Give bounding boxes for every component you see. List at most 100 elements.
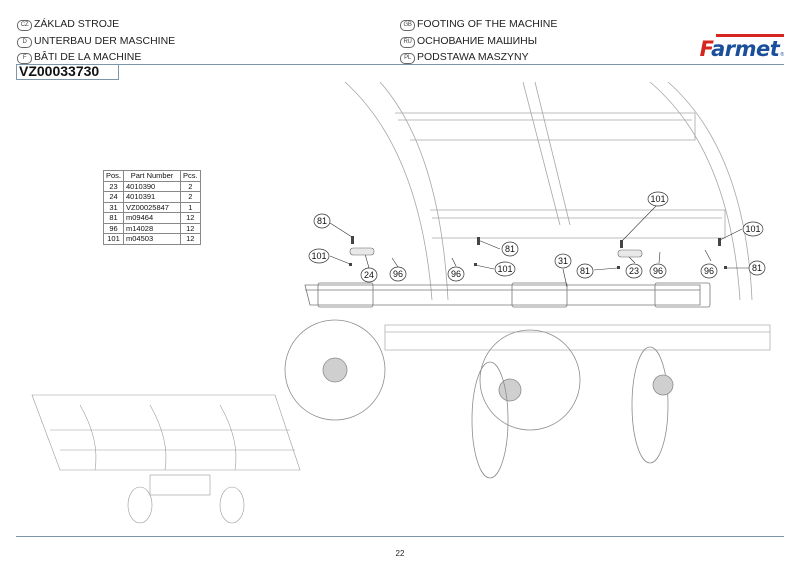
arch-right-outer bbox=[649, 81, 741, 301]
callout-label: 96 bbox=[451, 269, 461, 279]
callout-label: 101 bbox=[311, 251, 326, 261]
callout-label: 24 bbox=[364, 270, 374, 280]
callout-balloon bbox=[649, 263, 667, 279]
header-rule bbox=[16, 64, 784, 65]
col-pcs: Pcs. bbox=[180, 170, 201, 182]
lang-badge-de: D bbox=[17, 37, 32, 48]
cell-pcs: 12 bbox=[180, 212, 201, 224]
callout-101: 101 bbox=[742, 221, 764, 237]
disc-4 bbox=[631, 346, 669, 464]
title-fr-text: BÂTI DE LA MACHINE bbox=[34, 51, 142, 63]
cell-part-number: 4010390 bbox=[123, 180, 182, 192]
callout-balloon bbox=[647, 191, 669, 207]
title-cz-text: ZÁKLAD STROJE bbox=[34, 18, 120, 30]
title-de-text: UNTERBAU DER MASCHINE bbox=[34, 35, 176, 47]
parts-table-header: Pos. Part Number Pcs. bbox=[102, 170, 201, 182]
callout-label: 101 bbox=[745, 224, 760, 234]
main-beam bbox=[304, 282, 711, 308]
sleeves bbox=[349, 247, 643, 258]
leader-lines bbox=[329, 205, 750, 288]
arch-left-outer bbox=[344, 81, 433, 301]
callout-label: 31 bbox=[558, 256, 568, 266]
disc-bar bbox=[384, 324, 771, 351]
callout-balloon bbox=[389, 266, 407, 282]
logo-text: armet bbox=[711, 37, 780, 61]
callout-balloon bbox=[313, 213, 331, 229]
machine-overview bbox=[31, 394, 301, 524]
callout-101: 101 bbox=[494, 261, 516, 277]
footer-rule bbox=[16, 536, 784, 537]
disc-1 bbox=[284, 319, 386, 421]
lang-badge-ru: RU bbox=[400, 37, 415, 48]
cell-pos: 96 bbox=[102, 222, 125, 234]
callout-81: 81 bbox=[501, 241, 519, 257]
callout-96: 96 bbox=[447, 266, 465, 282]
callout-label: 23 bbox=[629, 266, 639, 276]
cell-pcs: 12 bbox=[180, 222, 201, 234]
discs bbox=[284, 319, 674, 479]
arch-mid-b bbox=[534, 81, 571, 226]
callout-balloon bbox=[554, 253, 572, 269]
page-number: 22 bbox=[395, 549, 405, 558]
cell-pos: 101 bbox=[102, 233, 125, 245]
callout-balloon bbox=[494, 261, 516, 277]
cell-part-number: VZ00025847 bbox=[123, 201, 182, 213]
callout-96: 96 bbox=[389, 266, 407, 282]
farmet-logo: Farmet bbox=[700, 37, 780, 61]
farmet-logo-wrap: Farmet ® bbox=[700, 33, 784, 61]
callout-96: 96 bbox=[649, 263, 667, 279]
hardware-bolts bbox=[349, 236, 727, 269]
callout-label: 96 bbox=[704, 266, 714, 276]
callout-23: 23 bbox=[625, 263, 643, 279]
cell-pos: 31 bbox=[102, 201, 125, 213]
col-part-number: Part Number bbox=[123, 170, 182, 182]
callout-balloon bbox=[742, 221, 764, 237]
upper-beam bbox=[395, 112, 696, 141]
callout-balloon bbox=[308, 248, 330, 264]
callout-label: 81 bbox=[505, 244, 515, 254]
callout-balloon bbox=[625, 263, 643, 279]
disc-3 bbox=[471, 361, 509, 479]
logo-bar bbox=[716, 34, 784, 37]
lang-badge-gb: GB bbox=[400, 20, 415, 31]
callout-balloon bbox=[748, 260, 766, 276]
registered-mark: ® bbox=[780, 52, 784, 58]
lower-beam bbox=[430, 209, 726, 239]
lang-badge-pl: PL bbox=[400, 53, 415, 64]
disc-2 bbox=[479, 329, 581, 431]
cell-pos: 81 bbox=[102, 212, 125, 224]
callout-label: 101 bbox=[497, 264, 512, 274]
arch-left-inner bbox=[379, 81, 449, 301]
cell-part-number: m09464 bbox=[123, 212, 182, 224]
callout-label: 101 bbox=[650, 194, 665, 204]
cell-pos: 23 bbox=[102, 180, 125, 192]
arch-right-inner bbox=[667, 81, 753, 301]
callout-balloon bbox=[360, 267, 378, 283]
callout-label: 81 bbox=[752, 263, 762, 273]
cell-pcs: 12 bbox=[180, 233, 201, 245]
cell-part-number: m14028 bbox=[123, 222, 182, 234]
lang-badge-cz: CZ bbox=[17, 20, 32, 31]
callout-balloon bbox=[576, 263, 594, 279]
lang-badge-fr: F bbox=[17, 53, 32, 64]
callout-balloon bbox=[501, 241, 519, 257]
arch-mid-a bbox=[522, 81, 561, 226]
cell-pos: 24 bbox=[102, 191, 125, 203]
callout-81: 81 bbox=[313, 213, 331, 229]
callout-label: 81 bbox=[317, 216, 327, 226]
callout-balloon bbox=[700, 263, 718, 279]
title-gb-text: FOOTING OF THE MACHINE bbox=[417, 18, 558, 30]
